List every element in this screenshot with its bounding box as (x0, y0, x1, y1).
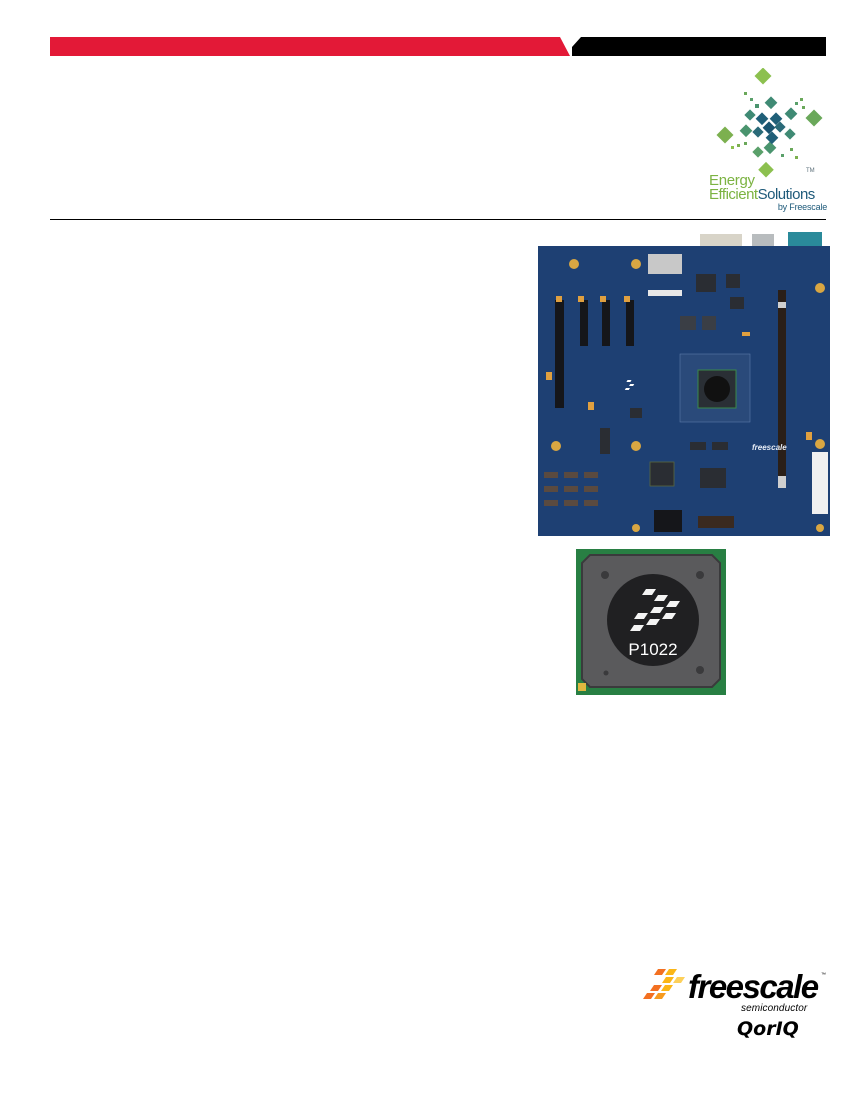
freescale-qoriq-logo: freescale ™ semiconductor QorIQ (642, 962, 832, 1058)
energy-logo-line2: EfficientSolutions (709, 187, 815, 202)
qoriq-product-family: QorIQ (737, 1018, 799, 1040)
chip-label: P1022 (628, 640, 677, 659)
freescale-subtitle: semiconductor (741, 1003, 808, 1014)
development-board-image: freescale (530, 232, 830, 538)
header-divider (50, 219, 826, 220)
trademark-label: TM (806, 168, 815, 174)
energy-logo-line1: Energy (709, 172, 755, 189)
energy-diamond-mark-icon (716, 68, 823, 178)
freescale-diamond-mark-icon (643, 969, 685, 999)
energy-logo-efficient: Efficient (709, 186, 758, 203)
header-bar-red (50, 37, 570, 56)
freescale-trademark: ™ (821, 972, 826, 978)
energy-efficient-solutions-logo: TM Energy EfficientSolutions by Freescal… (706, 68, 828, 214)
energy-logo-solutions: Solutions (757, 186, 816, 203)
freescale-wordmark: freescale (688, 968, 819, 1005)
energy-logo-by-freescale: by Freescale (777, 202, 827, 212)
board-silkscreen-brand: freescale (752, 443, 787, 452)
header-bar-black (572, 37, 826, 56)
p1022-chip-image: P1022 (576, 549, 726, 695)
